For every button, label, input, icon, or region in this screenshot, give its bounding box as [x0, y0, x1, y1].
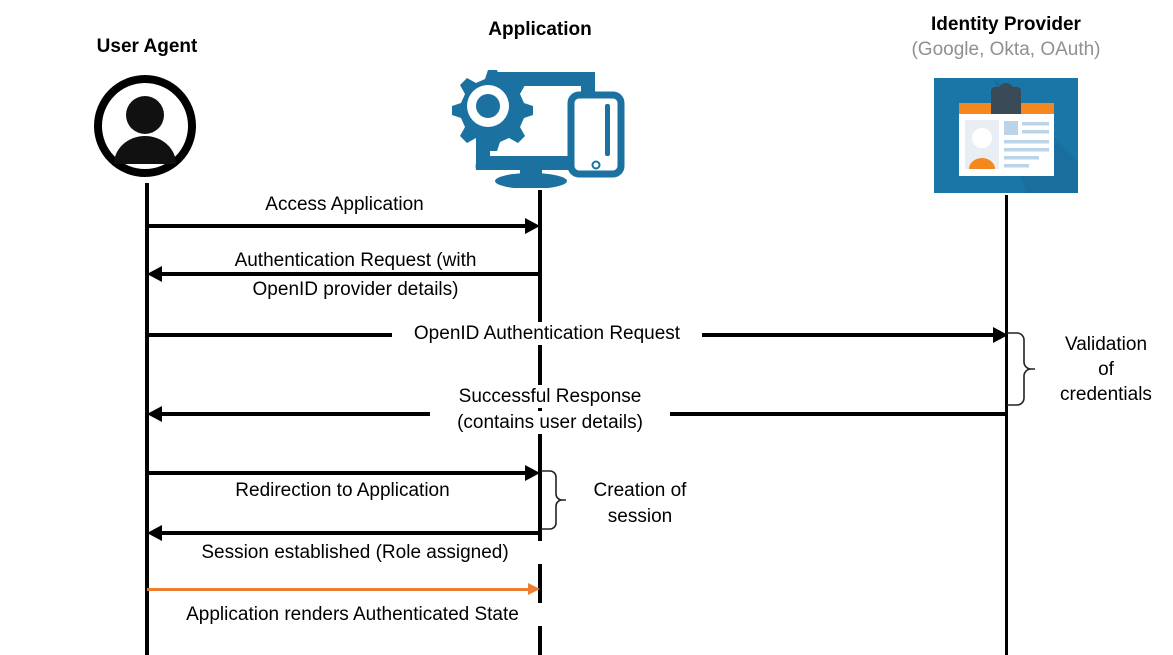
- annotation-label-session-line2: session: [607, 506, 673, 527]
- arrowhead-redirection-to-application: [525, 465, 540, 481]
- message-label-access-application: Access Application: [227, 193, 462, 217]
- message-label-session-established: Session established (Role assigned): [165, 541, 545, 565]
- arrowhead-session-established: [147, 525, 162, 541]
- message-label-successful-response-line1: Successful Response: [430, 385, 670, 409]
- message-line-authentication-request: [160, 272, 540, 276]
- message-label-redirection-to-application: Redirection to Application: [205, 479, 480, 503]
- annotation-label-validation-line3: credentials: [1060, 384, 1152, 405]
- message-label-successful-response-line2: (contains user details): [430, 411, 670, 435]
- message-line-successful-response-right: [660, 412, 1006, 416]
- person-avatar-icon: [93, 74, 197, 178]
- annotation-label-validation-line1: Validation: [1064, 334, 1148, 355]
- message-line-openid-auth-request-right: [692, 333, 995, 337]
- message-label-authentication-request-line1: Authentication Request (with: [178, 249, 533, 273]
- arrowhead-authentication-request: [147, 266, 162, 282]
- message-line-session-established: [160, 531, 540, 535]
- actor-subtitle-identity-provider: (Google, Okta, OAuth): [911, 39, 1101, 60]
- message-line-openid-auth-request-left: [147, 333, 392, 337]
- actor-title-user-agent: User Agent: [96, 36, 198, 57]
- message-line-access-application: [147, 224, 527, 228]
- message-label-renders-authenticated-state: Application renders Authenticated State: [155, 603, 550, 627]
- arrowhead-successful-response: [147, 406, 162, 422]
- message-label-openid-auth-request: OpenID Authentication Request: [392, 322, 702, 346]
- annotation-label-session-line1: Creation of: [593, 480, 687, 501]
- gear-monitor-phone-icon: [452, 62, 632, 189]
- brace-creation-of-session: [540, 469, 574, 535]
- actor-title-identity-provider: Identity Provider: [931, 14, 1081, 35]
- arrowhead-access-application: [525, 218, 540, 234]
- message-line-renders-authenticated-state: [147, 588, 531, 591]
- lifeline-identity-provider: [1005, 195, 1008, 655]
- arrowhead-openid-auth-request: [993, 327, 1008, 343]
- message-label-authentication-request-line2: OpenID provider details): [178, 278, 533, 302]
- arrowhead-renders-authenticated-state: [528, 583, 540, 595]
- message-line-redirection-to-application: [147, 471, 527, 475]
- brace-validation-of-credentials: [1006, 331, 1042, 415]
- id-badge-clipboard-icon: [934, 78, 1078, 193]
- message-line-successful-response-left: [160, 412, 430, 416]
- annotation-label-validation-line2: of: [1098, 359, 1114, 380]
- actor-title-application: Application: [488, 19, 592, 40]
